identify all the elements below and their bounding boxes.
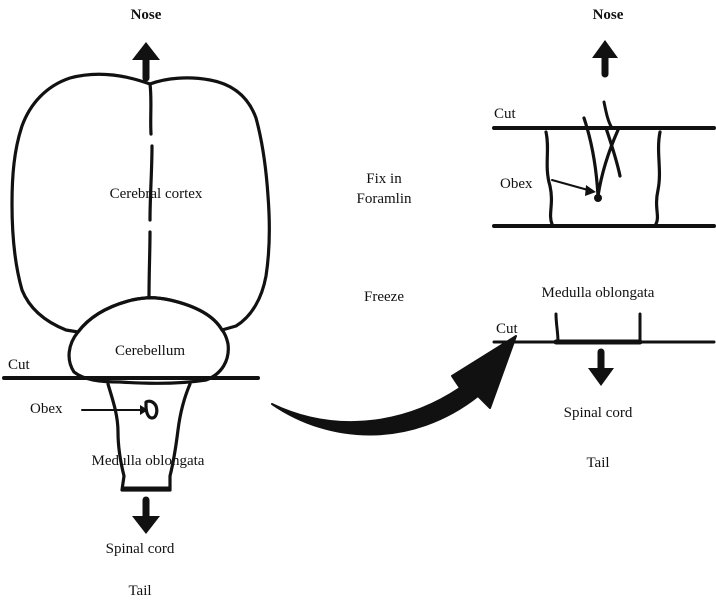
right-obex-mark: [594, 194, 602, 202]
left-medulla-label: Medulla oblongata: [92, 454, 205, 469]
right-tail-label: Tail: [586, 456, 609, 471]
right-medulla-label: Medulla oblongata: [542, 286, 655, 301]
fix-label-line1: Fix in: [366, 172, 401, 187]
left-tail-arrow: [132, 500, 160, 534]
left-nose-arrow: [132, 42, 160, 78]
cerebellum-outline: [69, 298, 228, 384]
right-tail-arrow: [588, 352, 614, 386]
freeze-label: Freeze: [364, 290, 404, 305]
left-tail-label: Tail: [128, 584, 151, 599]
left-cut-label: Cut: [8, 358, 30, 373]
right-spinal-cord-label: Spinal cord: [564, 406, 633, 421]
left-obex-label: Obex: [30, 402, 63, 417]
left-obex-mark: [146, 401, 157, 418]
right-obex-pointer: [552, 180, 588, 190]
left-nose-label: Nose: [131, 8, 162, 23]
right-cut-bottom-label: Cut: [496, 322, 518, 337]
cerebral-cortex-label: Cerebral cortex: [110, 187, 203, 202]
right-nose-label: Nose: [593, 8, 624, 23]
left-spinal-cord-label: Spinal cord: [106, 542, 175, 557]
fix-label-line2: Foramlin: [357, 192, 412, 207]
transfer-arrow: [272, 336, 516, 435]
right-medulla-block-right: [656, 132, 660, 224]
right-obex-label: Obex: [500, 177, 533, 192]
right-medulla-block-left: [546, 132, 552, 224]
right-nose-arrow: [592, 40, 618, 74]
cerebral-cortex-outline: [12, 74, 269, 332]
right-cut-top-label: Cut: [494, 107, 516, 122]
cerebellum-label: Cerebellum: [115, 344, 185, 359]
